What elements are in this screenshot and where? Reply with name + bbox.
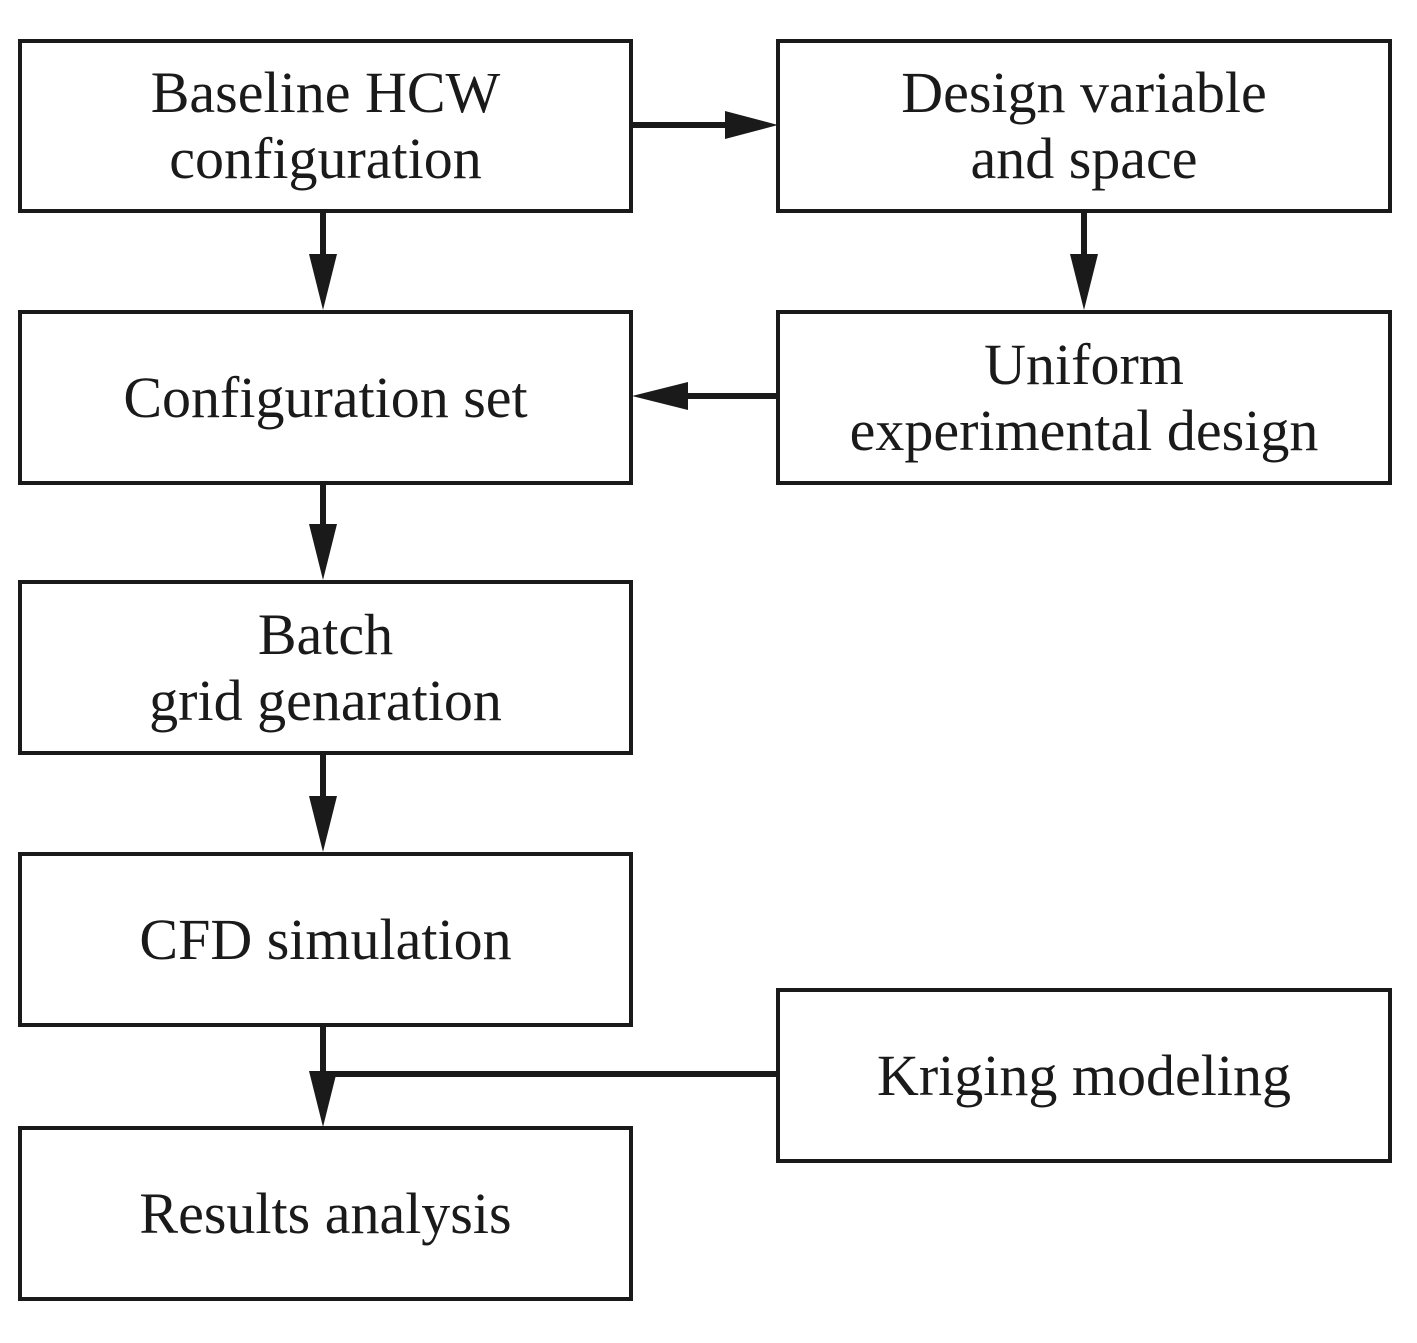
node-baseline-hcw-configuration: Baseline HCW configuration xyxy=(18,39,633,213)
node-label-line: and space xyxy=(970,126,1198,191)
node-design-variable-and-space: Design variable and space xyxy=(776,39,1392,213)
node-label-line: Configuration set xyxy=(123,364,528,430)
node-results-analysis: Results analysis xyxy=(18,1126,633,1301)
arrowhead-uniform xyxy=(1070,254,1098,310)
node-label-line: configuration xyxy=(169,126,482,191)
node-batch-grid-generation: Batch grid genaration xyxy=(18,580,633,755)
node-kriging-modeling: Kriging modeling xyxy=(776,988,1392,1163)
node-label-line: Design variable xyxy=(901,60,1267,125)
node-label-line: Baseline HCW xyxy=(150,60,501,125)
node-label-line: experimental design xyxy=(849,397,1319,463)
arrowhead-cfd xyxy=(309,796,337,852)
node-configuration-set: Configuration set xyxy=(18,310,633,485)
arrowhead-design-variable xyxy=(725,111,778,139)
node-label-line: Results analysis xyxy=(139,1180,512,1246)
arrowhead-results xyxy=(309,1071,337,1127)
node-label-line: Kriging modeling xyxy=(876,1042,1291,1108)
arrowhead-batch xyxy=(309,524,337,580)
node-label-line: Uniform xyxy=(984,331,1184,397)
node-uniform-experimental-design: Uniform experimental design xyxy=(776,310,1392,485)
node-label-line: Batch xyxy=(257,601,394,667)
arrowhead-configuration-set-top xyxy=(309,254,337,310)
node-label-line: grid genaration xyxy=(149,667,502,733)
arrowhead-configuration-set-right xyxy=(632,382,688,410)
node-cfd-simulation: CFD simulation xyxy=(18,852,633,1027)
node-label-line: CFD simulation xyxy=(139,906,512,972)
